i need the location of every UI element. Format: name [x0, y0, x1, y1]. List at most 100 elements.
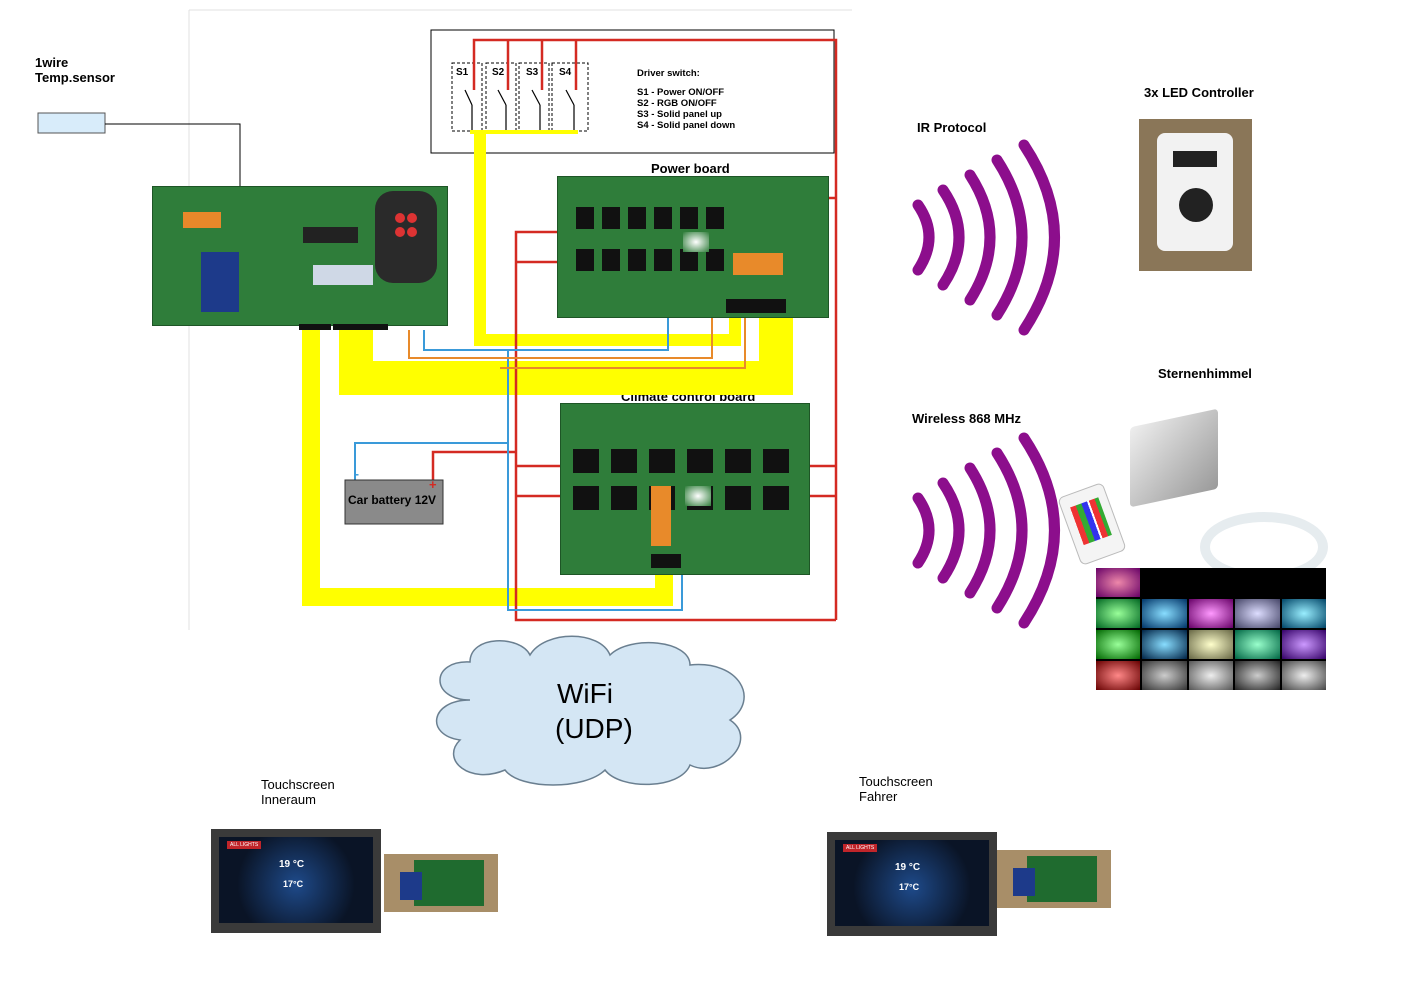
screen-temp2: 17°C — [283, 879, 304, 889]
driver-switch-item: S2 - RGB ON/OFF — [637, 98, 717, 109]
wifi-module — [201, 252, 239, 312]
remote-button — [407, 227, 417, 237]
temp-sensor-box — [37, 112, 106, 134]
car-battery-label: Car battery 12V — [348, 493, 437, 507]
screen-temp2: 17°C — [899, 882, 920, 892]
screen-menu: ALL LIGHTS — [843, 844, 878, 852]
temp-sensor-label-line2: Temp.sensor — [35, 70, 115, 85]
wifi-text-line2: (UDP) — [555, 713, 633, 744]
switch-label-s1: S1 — [456, 67, 469, 78]
connector — [333, 324, 388, 330]
color-tile — [1281, 661, 1326, 690]
driver-switch-box — [430, 29, 835, 154]
touch-module-driver-photo — [997, 850, 1111, 908]
remote-fob — [375, 191, 437, 283]
wifi-cloud-icon — [435, 635, 745, 786]
control-board-pcb — [152, 186, 448, 330]
touch-module-inner-photo — [384, 854, 498, 912]
svg-text:+: + — [429, 477, 437, 492]
remote-keypad — [1070, 497, 1112, 546]
module-wifi — [1013, 868, 1035, 896]
chip — [303, 227, 358, 243]
color-tile — [1235, 599, 1280, 628]
orange-wires — [408, 310, 746, 369]
remote-button — [395, 227, 405, 237]
temp-sensor-wire — [105, 123, 241, 210]
touch-inner-label-line2: Inneraum — [261, 792, 316, 807]
driver-switch-title: Driver switch: — [637, 68, 700, 79]
touch-driver-label-line1: Touchscreen — [859, 774, 933, 789]
orange-relays — [733, 253, 783, 275]
screen: ALL LIGHTS 19 °C 17°C — [219, 837, 373, 923]
wireless-waves-icon — [912, 432, 1060, 629]
color-tile — [1235, 568, 1280, 597]
blue-wires — [354, 310, 683, 611]
screen-menu: ALL LIGHTS — [227, 841, 262, 849]
power-board-pcb — [557, 176, 829, 318]
color-tile — [1142, 661, 1187, 690]
color-tile — [1142, 599, 1187, 628]
screen-temp1: 19 °C — [895, 862, 921, 873]
switch-label-s2: S2 — [492, 67, 505, 78]
ir-waves-icon — [912, 139, 1060, 336]
led-glow — [685, 486, 711, 506]
remote-button — [407, 213, 417, 223]
red-switch-wires — [472, 38, 838, 620]
yellow-cables — [302, 132, 793, 606]
driver-switch-item: S1 - Power ON/OFF — [637, 87, 725, 98]
controller-display — [1173, 151, 1217, 167]
temp-sensor-label: 1wire Temp.sensor — [35, 55, 115, 85]
color-tile — [1096, 599, 1141, 628]
color-tile — [1188, 568, 1234, 597]
sternenhimmel-label: Sternenhimmel — [1158, 366, 1252, 381]
connector — [726, 299, 786, 313]
relay-block — [313, 265, 373, 285]
color-tile — [1096, 568, 1141, 597]
temp-sensor-label-line1: 1wire — [35, 55, 69, 70]
wireless-label: Wireless 868 MHz — [912, 411, 1021, 426]
color-tile — [1142, 568, 1187, 597]
switch-label-s3: S3 — [526, 67, 539, 78]
touch-inner-label-line1: Touchscreen — [261, 777, 335, 792]
orange-connector — [183, 212, 221, 228]
color-tile — [1188, 661, 1234, 690]
touchscreen-inner-photo: ALL LIGHTS 19 °C 17°C — [211, 829, 381, 933]
color-tile — [1096, 661, 1141, 690]
touch-inner-label: Touchscreen Inneraum — [261, 777, 335, 807]
screen-temp1: 19 °C — [279, 859, 305, 870]
driver-switch-item: S3 - Solid panel up — [637, 109, 722, 120]
connector — [299, 324, 331, 330]
module-pcb — [414, 860, 484, 906]
remote-button — [395, 213, 405, 223]
color-tile — [1096, 630, 1141, 659]
controller-body — [1157, 133, 1233, 251]
led-glow — [683, 232, 709, 252]
switch-contacts — [464, 89, 575, 130]
color-tile — [1188, 599, 1234, 628]
svg-text:-: - — [355, 467, 359, 481]
color-tile — [1281, 599, 1326, 628]
relay-row — [576, 249, 726, 271]
color-tile — [1281, 630, 1326, 659]
color-grid-photo — [1096, 568, 1326, 690]
driver-switch-item: S4 - Solid panel down — [637, 120, 736, 131]
power-board-label: Power board — [651, 161, 730, 176]
wifi-text-line1: WiFi — [557, 678, 613, 709]
touchscreen-driver-photo: ALL LIGHTS 19 °C 17°C — [827, 832, 997, 936]
module-pcb — [1027, 856, 1097, 902]
relay-row — [576, 207, 726, 229]
color-tile — [1235, 630, 1280, 659]
ir-protocol-label: IR Protocol — [917, 120, 987, 135]
switch-s1-frame — [451, 62, 483, 132]
relay-row — [573, 449, 798, 473]
driver-switch-legend: Driver switch: S1 - Power ON/OFF S2 - RG… — [637, 68, 735, 131]
color-tile — [1142, 630, 1187, 659]
switch-label-s4: S4 — [559, 67, 572, 78]
controller-dpad — [1179, 188, 1213, 222]
touch-driver-label-line2: Fahrer — [859, 789, 898, 804]
red-power-wires — [431, 196, 836, 622]
connector — [651, 554, 681, 568]
module-wifi — [400, 872, 422, 900]
led-controller-photo — [1139, 119, 1252, 271]
